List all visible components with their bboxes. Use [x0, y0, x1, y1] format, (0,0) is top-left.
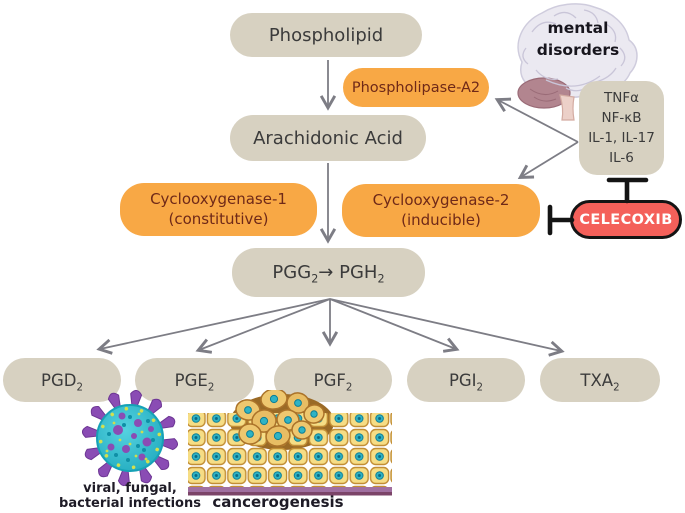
pgg-sub: 2: [311, 272, 319, 286]
pgh-sub: 2: [377, 272, 385, 286]
node-cyclooxygenase-1: Cyclooxygenase-1 (constitutive): [120, 183, 317, 236]
cytokine-il1-il17: IL-1, IL-17: [588, 130, 655, 146]
virus-body: [96, 404, 164, 472]
node-label-line1: Cyclooxygenase-2: [372, 190, 510, 209]
infections-caption-line1: viral, fungal,: [83, 481, 177, 496]
pgg-text: PGG: [272, 262, 312, 283]
cytokine-il6: IL-6: [609, 150, 634, 167]
arrow-cytokines-to-cox2: [517, 141, 579, 179]
node-pgg2-pgh2: PGG2→ PGH2: [232, 248, 425, 297]
product-base: PGE: [174, 370, 208, 390]
product-base: TXA: [580, 370, 614, 390]
tissue-icon: [186, 388, 394, 498]
product-label: PGI2: [448, 370, 484, 393]
virus-rim-dots: [98, 406, 162, 470]
node-label-line1: Cyclooxygenase-1: [150, 189, 287, 208]
brain-stem: [559, 94, 575, 121]
tissue-illustration: [188, 388, 392, 496]
product-label: PGE2: [174, 370, 215, 393]
virus-purple-spots: [107, 412, 154, 461]
infections-caption: viral, fungal, bacterial infections: [35, 481, 225, 512]
product-sub: 2: [207, 381, 215, 393]
cytokine-nfkb: NF-κB: [601, 109, 642, 126]
arrow-pgh-to-pgi2: [329, 298, 460, 353]
basement-membrane-edge: [188, 492, 392, 496]
node-pgi2: PGI2: [407, 358, 525, 402]
pgh-text: → PGH: [318, 262, 378, 283]
mental-disorders-line1: mental: [547, 19, 609, 37]
node-cyclooxygenase-2: Cyclooxygenase-2 (inducible): [342, 184, 540, 237]
cancerogenesis-caption-text: cancerogenesis: [212, 493, 344, 511]
drug-label: CELECOXIB: [579, 211, 673, 228]
virus-icon: [72, 382, 188, 494]
mental-disorders-line2: disorders: [536, 41, 620, 59]
virus-yellow-dots: [105, 412, 148, 461]
virus-dark-dots: [107, 415, 155, 462]
product-sub: 2: [613, 381, 620, 393]
product-label: PGD2: [41, 370, 83, 393]
product-sub: 2: [76, 381, 83, 393]
node-phospholipid: Phospholipid: [230, 13, 422, 57]
node-arachidonic-acid: Arachidonic Acid: [230, 115, 426, 161]
product-sub: 2: [345, 381, 353, 393]
brain-icon: [492, 0, 644, 122]
cancer-cell-nuclei: [244, 394, 318, 441]
node-phospholipase-a2: Phospholipase-A2: [343, 68, 489, 107]
celecoxib-badge: CELECOXIB: [570, 200, 682, 239]
node-label: Phospholipase-A2: [351, 79, 481, 96]
node-label: Arachidonic Acid: [253, 127, 403, 149]
infections-caption-line2: bacterial infections: [59, 496, 201, 512]
node-label-line2: (inducible): [401, 210, 481, 229]
node-label: PGG2→ PGH2: [272, 262, 385, 286]
node-txa2: TXA2: [540, 358, 660, 402]
basement-membrane: [188, 487, 392, 494]
product-base: PGF: [313, 370, 346, 390]
node-cytokines: TNFα NF-κB IL-1, IL-17 IL-6: [579, 81, 664, 175]
node-pgd2: PGD2: [3, 358, 121, 402]
node-label: Phospholipid: [268, 24, 384, 46]
node-label-line2: (constitutive): [168, 209, 269, 228]
product-label: PGF2: [313, 370, 353, 393]
virus-illustration: [81, 389, 179, 487]
cytokine-tnfa: TNFα: [603, 89, 639, 106]
product-sub: 2: [476, 381, 484, 393]
arrow-pgh-to-pgd2: [96, 298, 331, 355]
product-base: PGI: [448, 370, 477, 390]
product-base: PGD: [41, 370, 77, 390]
product-label: TXA2: [580, 370, 620, 393]
arrow-pgh-to-txa2: [329, 298, 565, 357]
arrow-pgh-to-pge2: [195, 298, 331, 354]
brain-illustration: [517, 3, 638, 121]
mental-disorders-label: mental disorders: [508, 17, 648, 61]
node-pge2: PGE2: [135, 358, 254, 402]
cancerogenesis-caption: cancerogenesis: [192, 493, 364, 511]
